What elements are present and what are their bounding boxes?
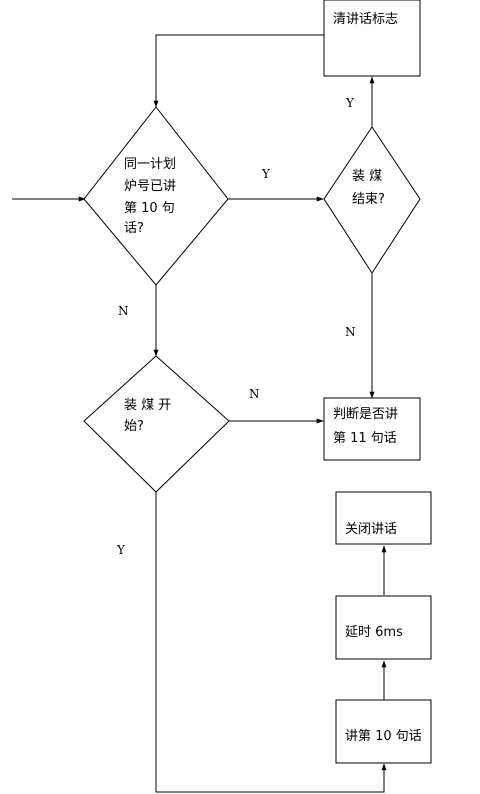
same-plan-line-4: 话? bbox=[124, 221, 144, 236]
same-plan-yes-label: Y bbox=[261, 167, 271, 181]
same-plan-line-2: 炉号已讲 bbox=[124, 179, 176, 194]
end-yes-label: Y bbox=[345, 96, 355, 110]
same-plan-line-1: 同一计划 bbox=[124, 157, 176, 172]
close-talk-box bbox=[335, 491, 432, 545]
loading-end-decision bbox=[323, 126, 421, 274]
delay-box bbox=[335, 595, 432, 660]
start-no-label: N bbox=[249, 387, 260, 401]
loading-end-line-2: 结束? bbox=[352, 192, 385, 207]
same-plan-line-3: 第 10 句 bbox=[124, 201, 175, 216]
loading-start-decision bbox=[83, 355, 230, 493]
same-plan-no-label: N bbox=[118, 304, 129, 318]
same-plan-decision bbox=[83, 106, 229, 286]
end-no-label: N bbox=[345, 325, 356, 339]
start-yes-label: Y bbox=[116, 543, 126, 557]
judge-11-box bbox=[323, 397, 421, 461]
close-talk-label: 关闭讲话 bbox=[345, 522, 397, 537]
speak-10-box bbox=[335, 699, 432, 764]
loading-end-line-1: 装 煤 bbox=[352, 169, 382, 184]
loading-start-line-1: 装 煤 开 bbox=[124, 398, 171, 413]
loading-start-line-2: 始? bbox=[124, 419, 144, 434]
clear-flag-box bbox=[323, 0, 421, 77]
judge-11-line-1: 判断是否讲 bbox=[333, 407, 398, 422]
clear-flag-label: 清讲话标志 bbox=[333, 12, 398, 27]
delay-label: 延时 6ms bbox=[345, 625, 403, 640]
judge-11-line-2: 第 11 句话 bbox=[333, 431, 397, 446]
edge-start-yes bbox=[155, 492, 387, 793]
speak-10-label: 讲第 10 句话 bbox=[345, 729, 422, 744]
edge-clear-flag-to-same-plan bbox=[153, 34, 324, 108]
